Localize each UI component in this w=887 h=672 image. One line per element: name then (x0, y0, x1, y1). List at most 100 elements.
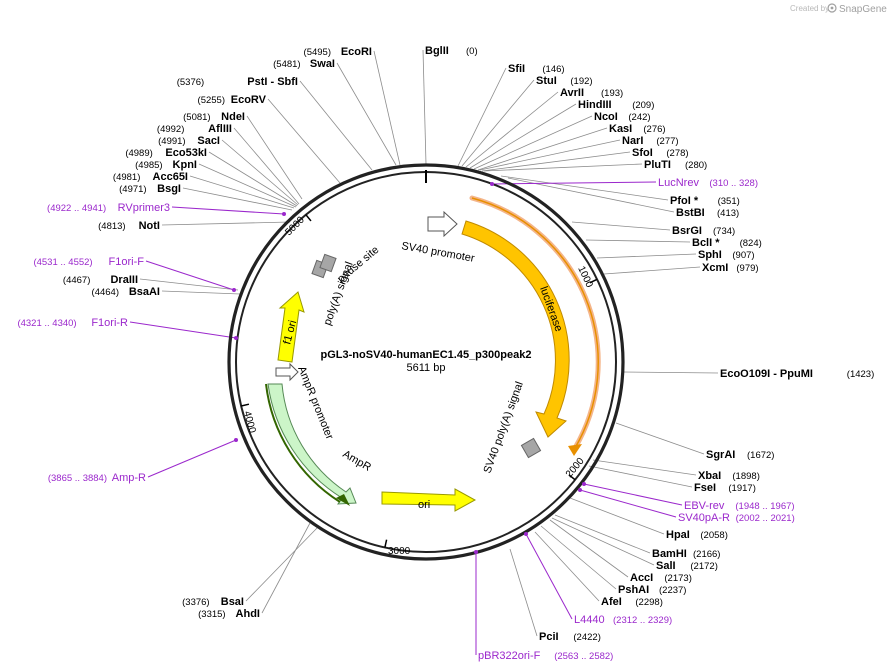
enzyme-name[interactable]: NarI (622, 135, 643, 147)
backbone-outer-ring (227, 163, 625, 561)
enzyme-name[interactable]: XbaI (698, 470, 721, 482)
scale-tick (384, 539, 388, 548)
enzyme-name[interactable]: EcoRI (341, 46, 372, 58)
enzyme-name[interactable]: SfoI (632, 147, 653, 159)
enzyme-position: (4989) (125, 148, 152, 159)
primer-name[interactable]: LucNrev (658, 177, 699, 189)
enzyme-name[interactable]: BsrGI (672, 225, 702, 237)
enzyme-name[interactable]: SalI (656, 560, 676, 572)
enzyme-position: (5376) (177, 77, 204, 88)
enzyme-name[interactable]: FseI (694, 482, 716, 494)
enzyme-name[interactable]: KpnI (173, 159, 197, 171)
feature-sv40-promoter[interactable] (427, 210, 458, 238)
enzyme-name[interactable]: PciI (539, 631, 559, 643)
enzyme-name[interactable]: SphI (698, 249, 722, 261)
primer-range: (4321 .. 4340) (17, 318, 76, 329)
primer-binding-mark (234, 336, 238, 340)
feature-label-ori: ori (418, 499, 430, 511)
primer-name[interactable]: L4440 (574, 614, 605, 626)
enzyme-name[interactable]: AhdI (236, 608, 260, 620)
enzyme-position: (2166) (693, 549, 720, 560)
enzyme-name[interactable]: DraIII (110, 274, 138, 286)
feature-pause-site[interactable] (319, 253, 337, 273)
primer-leader-line (491, 181, 657, 185)
scale-tick (240, 403, 250, 407)
feature-sv40-polya[interactable] (520, 437, 542, 459)
feature-ampr[interactable] (267, 383, 357, 505)
enzyme-position: (5495) (304, 47, 331, 58)
enzyme-name[interactable]: BamHI (652, 548, 687, 560)
enzyme-position: (1917) (728, 483, 755, 494)
enzyme-leader-line (585, 239, 691, 243)
ampr-outer-arrowhead (336, 494, 350, 506)
enzyme-position: (146) (542, 64, 564, 75)
primer-name[interactable]: Amp-R (112, 472, 146, 484)
enzyme-name[interactable]: PstI - SbfI (247, 76, 298, 88)
primer-name[interactable]: SV40pA-R (678, 512, 730, 524)
enzyme-position: (5081) (183, 112, 210, 123)
luciferase-outer-arrowhead (568, 444, 582, 456)
enzyme-leader-line (588, 465, 693, 488)
enzyme-name[interactable]: HindIII (578, 99, 612, 111)
primer-leader-line (145, 260, 235, 291)
enzyme-leader-line (479, 139, 621, 171)
enzyme-name[interactable]: BsaAI (129, 286, 160, 298)
enzyme-leader-line (461, 79, 535, 167)
primer-range: (4531 .. 4552) (33, 257, 92, 268)
enzyme-leader-line (592, 459, 697, 476)
enzyme-leader-line (481, 151, 631, 172)
ampr-outer-arc (265, 383, 341, 503)
enzyme-name[interactable]: SacI (197, 135, 220, 147)
enzyme-name[interactable]: SwaI (310, 58, 335, 70)
enzyme-name[interactable]: PfoI * (670, 195, 699, 207)
enzyme-name[interactable]: AvrII (560, 87, 584, 99)
enzyme-position: (3315) (198, 609, 225, 620)
enzyme-name[interactable]: BsgI (157, 183, 181, 195)
enzyme-name[interactable]: SgrAI (706, 449, 735, 461)
enzyme-name[interactable]: AccI (630, 572, 653, 584)
feature-ori[interactable] (381, 488, 477, 512)
enzyme-name[interactable]: Acc65I (153, 171, 188, 183)
enzyme-name[interactable]: EcoRV (231, 94, 267, 106)
feature-f1-ori[interactable] (277, 291, 305, 363)
enzyme-name[interactable]: SfiI (508, 63, 525, 75)
plasmid-name: pGL3-noSV40-humanEC1.45_p300peak2 (321, 349, 532, 361)
enzyme-name[interactable]: AflIII (208, 123, 232, 135)
enzyme-name[interactable]: StuI (536, 75, 557, 87)
enzyme-name[interactable]: HpaI (666, 529, 690, 541)
feature-ampr-promoter[interactable] (275, 362, 299, 382)
enzyme-leader-line (622, 371, 719, 374)
enzyme-name[interactable]: NdeI (221, 111, 245, 123)
enzyme-position: (4992) (157, 124, 184, 135)
primer-name[interactable]: pBR322ori-F (478, 650, 541, 662)
primer-markers (232, 182, 586, 554)
enzyme-leader-line (336, 62, 397, 166)
primer-binding-mark (490, 182, 494, 186)
enzyme-name[interactable]: PluTI (644, 159, 671, 171)
enzyme-position: (734) (713, 226, 735, 237)
enzyme-name[interactable]: AfeI (601, 596, 622, 608)
enzyme-name[interactable]: BglII (425, 45, 449, 57)
enzyme-leader-line (477, 127, 608, 171)
enzyme-name[interactable]: Eco53kI (165, 147, 207, 159)
enzyme-position: (5481) (273, 59, 300, 70)
enzyme-name[interactable]: EcoO109I - PpuMI (720, 368, 813, 380)
enzyme-name[interactable]: BsaI (221, 596, 244, 608)
enzyme-name[interactable]: BstBI (676, 207, 705, 219)
enzyme-name[interactable]: PshAI (618, 584, 649, 596)
feature-label-sv40-promoter: SV40 promoter (400, 240, 475, 265)
enzyme-leader-line (161, 290, 241, 295)
enzyme-name[interactable]: KasI (609, 123, 632, 135)
primer-name[interactable]: F1ori-F (109, 256, 145, 268)
enzyme-name[interactable]: XcmI (702, 262, 728, 274)
enzyme-position: (4467) (63, 275, 90, 286)
enzyme-name[interactable]: NotI (139, 220, 160, 232)
primer-name[interactable]: RVprimer3 (118, 202, 170, 214)
enzyme-name[interactable]: BclI * (692, 237, 720, 249)
features (265, 210, 570, 512)
primer-leader-line (525, 533, 573, 620)
feature-luciferase[interactable] (461, 220, 570, 438)
primer-name[interactable]: F1ori-R (91, 317, 128, 329)
enzyme-name[interactable]: NcoI (594, 111, 618, 123)
primer-name[interactable]: EBV-rev (684, 500, 725, 512)
